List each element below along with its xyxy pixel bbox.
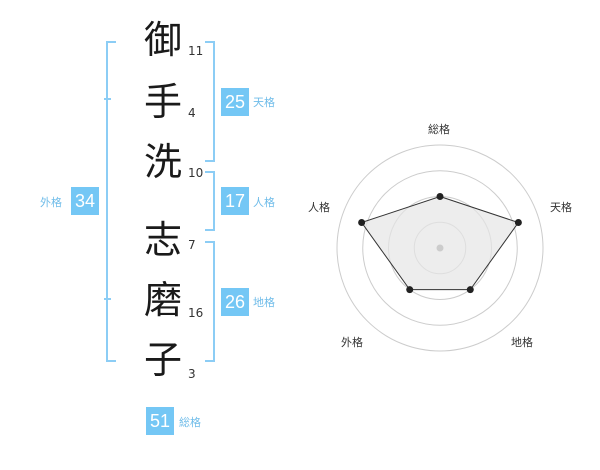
radar-point: [436, 193, 444, 200]
name-char-5: 磨: [143, 278, 182, 322]
gaikaku-bracket: [106, 41, 116, 362]
stroke-count-4: 7: [188, 238, 196, 252]
tenkaku-value: 25: [221, 88, 249, 116]
jinkaku-bracket: [205, 171, 215, 231]
stroke-count-6: 3: [188, 367, 196, 381]
name-char-2: 手: [143, 80, 182, 124]
radar-ring: [362, 170, 518, 326]
radar-axis-label-chikaku: 地格: [511, 336, 533, 349]
radar-axis-label-gaikaku: 外格: [341, 336, 363, 349]
stroke-count-1: 11: [188, 44, 204, 58]
radar-point: [358, 219, 366, 227]
name-char-3: 洗: [143, 140, 182, 184]
soukaku-label: 総格: [179, 416, 201, 429]
gaikaku-label: 外格: [40, 196, 62, 209]
soukaku-value: 51: [146, 407, 174, 435]
stroke-count-2: 4: [188, 106, 196, 120]
name-char-4: 志: [143, 218, 182, 262]
chikaku-bracket: [205, 241, 215, 362]
gaikaku-tick-top: [104, 98, 111, 100]
radar-axis-label-soukaku: 総格: [428, 123, 450, 136]
gaikaku-value: 34: [71, 187, 99, 215]
radar-axis-label-jinkaku: 人格: [308, 201, 330, 214]
radar-ring: [336, 144, 544, 352]
radar-point: [514, 219, 522, 227]
chikaku-label: 地格: [253, 296, 275, 309]
radar-center: [436, 244, 444, 252]
radar-area: [360, 195, 520, 291]
radar-point: [406, 286, 414, 294]
tenkaku-bracket: [205, 41, 215, 162]
gaikaku-tick-bottom: [104, 298, 111, 300]
jinkaku-label: 人格: [253, 196, 275, 209]
radar-axis-label-tenkaku: 天格: [550, 201, 572, 214]
name-char-6: 子: [143, 338, 182, 382]
jinkaku-value: 17: [221, 187, 249, 215]
radar-point: [466, 286, 474, 294]
name-char-1: 御: [143, 18, 182, 62]
stroke-count-3: 10: [188, 166, 204, 180]
stroke-count-5: 16: [188, 306, 204, 320]
chikaku-value: 26: [221, 288, 249, 316]
tenkaku-label: 天格: [253, 96, 275, 109]
